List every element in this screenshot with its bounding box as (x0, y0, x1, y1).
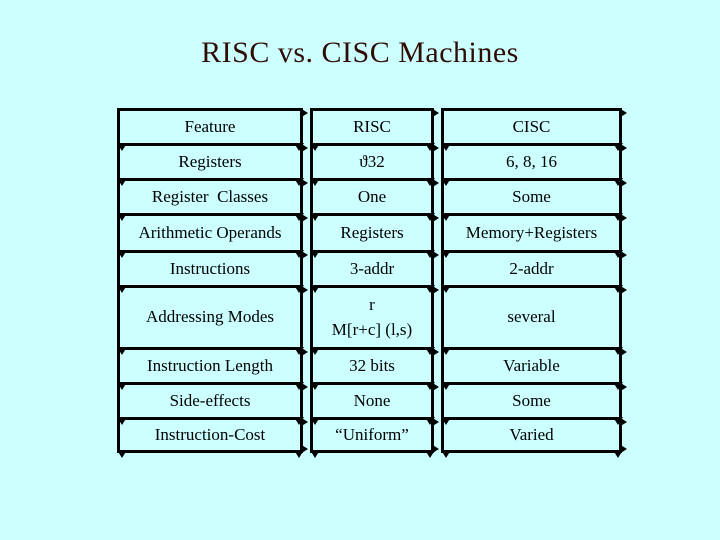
cell-text: 32 bits (349, 355, 395, 375)
header-cell: Feature (116, 107, 308, 151)
arrow-right-icon (431, 346, 439, 357)
cell-text: One (357, 186, 387, 206)
table-cell: Variable (440, 346, 627, 390)
cell-text: Arithmetic Operands (138, 222, 282, 242)
cell-text: RISC (353, 116, 391, 136)
arrow-right-icon (619, 381, 627, 392)
arrow-right-icon (300, 381, 308, 392)
cell-text: 3-addr (349, 258, 395, 278)
cell-text: None (353, 390, 391, 410)
arrow-down-icon (424, 450, 435, 458)
arrow-right-icon (619, 107, 627, 118)
table-cell: Instruction-Cost (116, 416, 308, 458)
arrow-right-icon (431, 381, 439, 392)
arrow-right-icon (619, 142, 627, 153)
cell-text: Varied (509, 424, 554, 444)
cell-text: Instructions (169, 258, 251, 278)
arrow-right-icon (431, 284, 439, 295)
table-cell: Some (440, 381, 627, 425)
arrow-right-icon (619, 177, 627, 188)
table-cell: Some (440, 177, 627, 221)
arrow-down-icon (293, 450, 304, 458)
cell-text: Memory+Registers (465, 222, 598, 242)
arrow-right-icon (300, 249, 308, 260)
cell-text: CISC (512, 116, 551, 136)
arrow-right-icon (300, 346, 308, 357)
arrow-down-icon (612, 450, 623, 458)
arrow-right-icon (300, 107, 308, 118)
table-cell: Addressing Modes (116, 284, 308, 355)
table-cell: None (309, 381, 439, 425)
slide-title: RISC vs. CISC Machines (201, 36, 519, 69)
arrow-right-icon (619, 416, 627, 427)
cell-text: Register Classes (151, 186, 269, 206)
cell-text: Instruction Length (146, 355, 274, 375)
table-cell: Side-effects (116, 381, 308, 425)
arrow-down-icon (116, 450, 127, 458)
table-cell: “Uniform” (309, 416, 439, 458)
arrow-down-icon (309, 450, 320, 458)
arrow-right-icon (619, 284, 627, 295)
table-cell: Memory+Registers (440, 212, 627, 258)
arrow-right-icon (431, 416, 439, 427)
arrow-right-icon (300, 177, 308, 188)
arrow-right-icon (619, 346, 627, 357)
arrow-right-icon (619, 212, 627, 223)
table-cell: Registers (116, 142, 308, 186)
cell-text: 2-addr (509, 258, 554, 278)
cell-text: ϑ32 (359, 151, 385, 171)
arrow-right-icon (300, 416, 308, 427)
cell-text: “Uniform” (335, 424, 409, 444)
arrow-right-icon (300, 443, 308, 454)
cell-text: r M[r+c] (l,s) (331, 294, 413, 339)
cell-text: several (507, 307, 556, 327)
arrow-right-icon (300, 284, 308, 295)
cell-text: Instruction-Cost (154, 424, 266, 444)
table-cell: 32 bits (309, 346, 439, 390)
table-cell: One (309, 177, 439, 221)
arrow-right-icon (619, 249, 627, 260)
table-cell: Arithmetic Operands (116, 212, 308, 258)
cell-text: Side-effects (169, 390, 251, 410)
table-cell: several (440, 284, 627, 355)
arrow-right-icon (431, 177, 439, 188)
table-cell: 3-addr (309, 249, 439, 293)
cell-text: Feature (184, 116, 236, 136)
arrow-right-icon (300, 212, 308, 223)
cell-text: Addressing Modes (146, 307, 274, 327)
table-cell: r M[r+c] (l,s) (309, 284, 439, 355)
arrow-right-icon (300, 142, 308, 153)
arrow-right-icon (619, 443, 627, 454)
table-cell: Instruction Length (116, 346, 308, 390)
cell-text: Registers (178, 151, 242, 171)
cell-text: Some (512, 186, 551, 206)
arrow-down-icon (440, 450, 451, 458)
table-cell: Varied (440, 416, 627, 458)
cell-text: Variable (503, 355, 560, 375)
arrow-right-icon (431, 212, 439, 223)
table-cell: ϑ32 (309, 142, 439, 186)
table-cell: 2-addr (440, 249, 627, 293)
table-cell: Register Classes (116, 177, 308, 221)
header-cell: RISC (309, 107, 439, 151)
arrow-right-icon (431, 443, 439, 454)
arrow-right-icon (431, 107, 439, 118)
cell-text: 6, 8, 16 (506, 151, 557, 171)
cell-text: Some (512, 390, 551, 410)
header-cell: CISC (440, 107, 627, 151)
table-cell: Registers (309, 212, 439, 258)
cell-text: Registers (340, 222, 404, 242)
table-cell: 6, 8, 16 (440, 142, 627, 186)
table-cell: Instructions (116, 249, 308, 293)
arrow-right-icon (431, 249, 439, 260)
arrow-right-icon (431, 142, 439, 153)
